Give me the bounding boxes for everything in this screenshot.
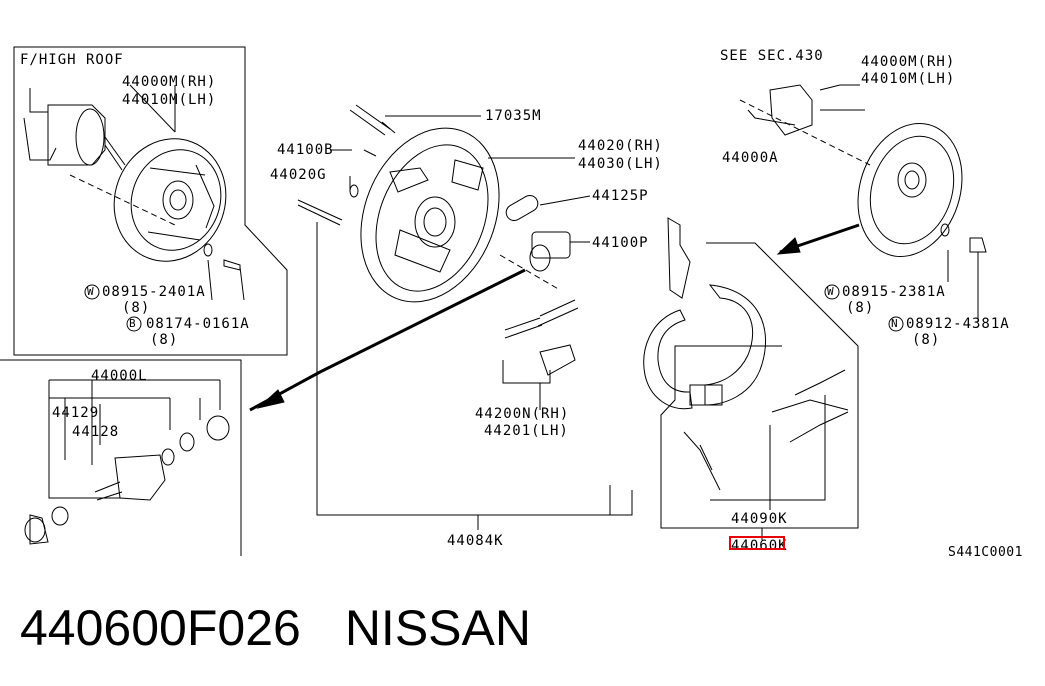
adjuster-lever <box>502 217 691 384</box>
label-08915-2381a-qty: (8) <box>846 300 875 316</box>
label-44020g: 44020G <box>270 167 327 183</box>
label-44100p: 44100P <box>592 235 649 251</box>
shoe-kit-frame <box>660 242 859 529</box>
label-44000a: 44000A <box>722 150 779 166</box>
marker-b-left: B <box>129 317 137 330</box>
label-diagram-code: S441C0001 <box>948 545 1023 560</box>
arrow-head-left <box>256 389 285 409</box>
label-44000l: 44000L <box>91 368 148 384</box>
label-44125p: 44125P <box>592 188 649 204</box>
backing-plate <box>297 104 500 303</box>
part-number: 440600F026 <box>20 600 301 656</box>
arrow-head-right <box>776 237 801 255</box>
bolt-marker-left <box>126 316 142 332</box>
direction-arrows <box>249 223 860 412</box>
inset-brake-assembly <box>23 84 245 301</box>
label-44084k: 44084K <box>447 533 504 549</box>
label-08915-2401a: 08915-2401A <box>102 284 206 300</box>
label-44090k: 44090K <box>731 511 788 527</box>
washer-marker-right <box>824 284 840 300</box>
label-08915-2401a-qty: (8) <box>122 300 151 316</box>
label-44010m-lh-inset: 44010M(LH) <box>122 92 217 108</box>
label-44060k: 44060K <box>731 538 788 554</box>
label-44200n-rh: 44200N(RH) <box>475 406 570 422</box>
label-44000m-rh-inset: 44000M(RH) <box>122 74 217 90</box>
label-44030-lh: 44030(LH) <box>578 156 663 172</box>
leader-lines <box>48 84 979 540</box>
label-08174-0161a: 08174-0161A <box>146 316 250 332</box>
right-brake-assembly <box>739 84 987 257</box>
label-44129: 44129 <box>52 405 100 421</box>
label-17035m: 17035M <box>485 108 542 124</box>
inset-frame-wheel-cylinder <box>0 359 242 556</box>
label-44000m-rh: 44000M(RH) <box>861 54 956 70</box>
label-08912-4381a: 08912-4381A <box>906 316 1010 332</box>
brand-name: NISSAN <box>344 600 531 656</box>
label-44020-rh: 44020(RH) <box>578 138 663 154</box>
label-44128: 44128 <box>72 424 120 440</box>
washer-marker-left <box>84 284 100 300</box>
label-44010m-lh: 44010M(LH) <box>861 71 956 87</box>
marker-w-left: W <box>87 285 95 298</box>
springs <box>683 369 849 491</box>
label-44100b: 44100B <box>277 142 334 158</box>
brake-shoes <box>643 284 767 410</box>
highlight-box-44060k <box>729 536 785 550</box>
label-see-sec-430: SEE SEC.430 <box>720 48 824 64</box>
label-44201-lh: 44201(LH) <box>484 423 569 439</box>
label-08912-4381a-qty: (8) <box>912 332 941 348</box>
marker-n-right: N <box>891 317 899 330</box>
inset-frame-high-roof <box>13 46 288 356</box>
label-08915-2381a: 08915-2381A <box>842 284 946 300</box>
caption: 440600F026 NISSAN <box>20 598 575 658</box>
nut-marker-right <box>888 316 904 332</box>
label-08174-0161a-qty: (8) <box>150 332 179 348</box>
wheel-cylinder <box>499 195 571 291</box>
label-high-roof: F/HIGH ROOF <box>20 52 124 68</box>
marker-w-right: W <box>827 285 835 298</box>
wheel-cylinder-exploded <box>24 415 230 545</box>
